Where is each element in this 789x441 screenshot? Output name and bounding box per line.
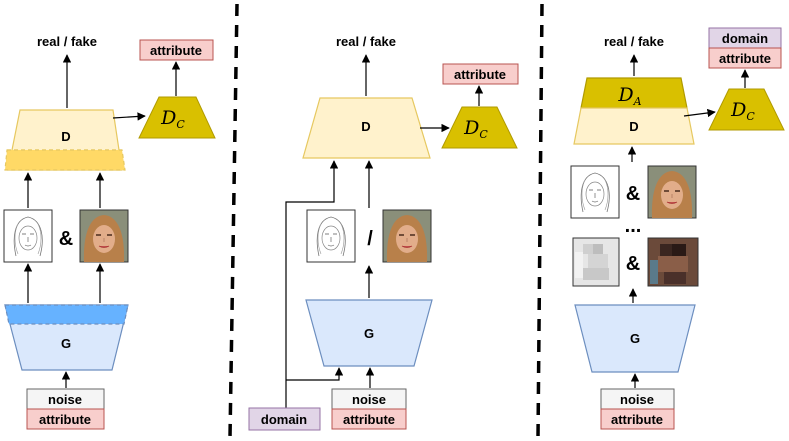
right-lowres-photo-image [647, 237, 699, 287]
middle-photo-image [382, 209, 432, 263]
left-cls-label: DC [160, 107, 185, 131]
middle-disc-label: D [361, 119, 370, 134]
middle-domain-label: domain [261, 412, 307, 427]
left-classifier [138, 96, 216, 139]
middle-generator [305, 299, 433, 367]
middle-cls-output: attribute [454, 67, 506, 82]
middle-attribute-label: attribute [343, 412, 395, 427]
right-cls-output-domain: domain [722, 31, 768, 46]
middle-sketch-image [306, 209, 356, 263]
right-cls-label: DC [730, 99, 755, 123]
left-photo-image [79, 209, 129, 263]
right-generator [574, 304, 696, 373]
right-ellipsis: ... [625, 215, 642, 237]
left-pair-symbol: & [59, 228, 73, 250]
right-arrow-disc-to-cls [683, 108, 716, 118]
middle-cls-output-box [442, 63, 519, 85]
left-attribute-box [26, 408, 105, 430]
right-gen-label: G [630, 331, 640, 346]
middle-pair-symbol: / [367, 228, 373, 250]
left-disc-shared-layers [4, 149, 126, 171]
right-photo-image [647, 165, 697, 219]
left-gen-label: G [61, 336, 71, 351]
right-output-label: real / fake [604, 34, 664, 49]
panel-middle: real / fake D attribute DC / G domain no… [248, 34, 519, 431]
panel-right: real / fake DA D domain attribute DC & .… [570, 27, 785, 430]
right-attribute-label: attribute [611, 412, 663, 427]
middle-arrow-domain-to-disc [285, 160, 339, 408]
right-cls-attribute-box [708, 47, 782, 69]
left-cls-output: attribute [150, 43, 202, 58]
right-noise-label: noise [620, 392, 654, 407]
middle-attribute-box [331, 408, 407, 430]
right-sketch-image [570, 165, 620, 219]
middle-discriminator [302, 97, 431, 159]
middle-output-label: real / fake [336, 34, 396, 49]
right-attribute-box [600, 408, 675, 430]
middle-gen-label: G [364, 326, 374, 341]
right-lowres-sketch-image [572, 237, 620, 287]
right-disc-top-label: DA [617, 84, 641, 108]
middle-cls-label: DC [463, 117, 488, 141]
middle-classifier [441, 106, 518, 149]
middle-arrow-domain-to-gen [286, 367, 344, 381]
right-discriminator [573, 107, 695, 145]
left-attribute-label: attribute [39, 412, 91, 427]
right-pair-symbol-bottom: & [626, 253, 640, 275]
left-arrow-disc-to-cls [112, 112, 146, 121]
left-gen-shared-layers [4, 304, 129, 325]
left-noise-label: noise [48, 392, 82, 407]
panel-divider-left [228, 3, 239, 438]
panel-left: real / fake D attribute DC & G noise att… [3, 34, 216, 430]
right-cls-output-attribute: attribute [719, 51, 771, 66]
left-cls-output-box [139, 39, 214, 61]
left-sketch-image [3, 209, 53, 263]
left-disc-label: D [61, 129, 70, 144]
right-disc-label: D [629, 119, 638, 134]
right-pair-symbol-top: & [626, 183, 640, 205]
middle-domain-box [248, 407, 321, 431]
left-output-label: real / fake [37, 34, 97, 49]
middle-noise-label: noise [352, 392, 386, 407]
panel-divider-right [536, 3, 544, 438]
